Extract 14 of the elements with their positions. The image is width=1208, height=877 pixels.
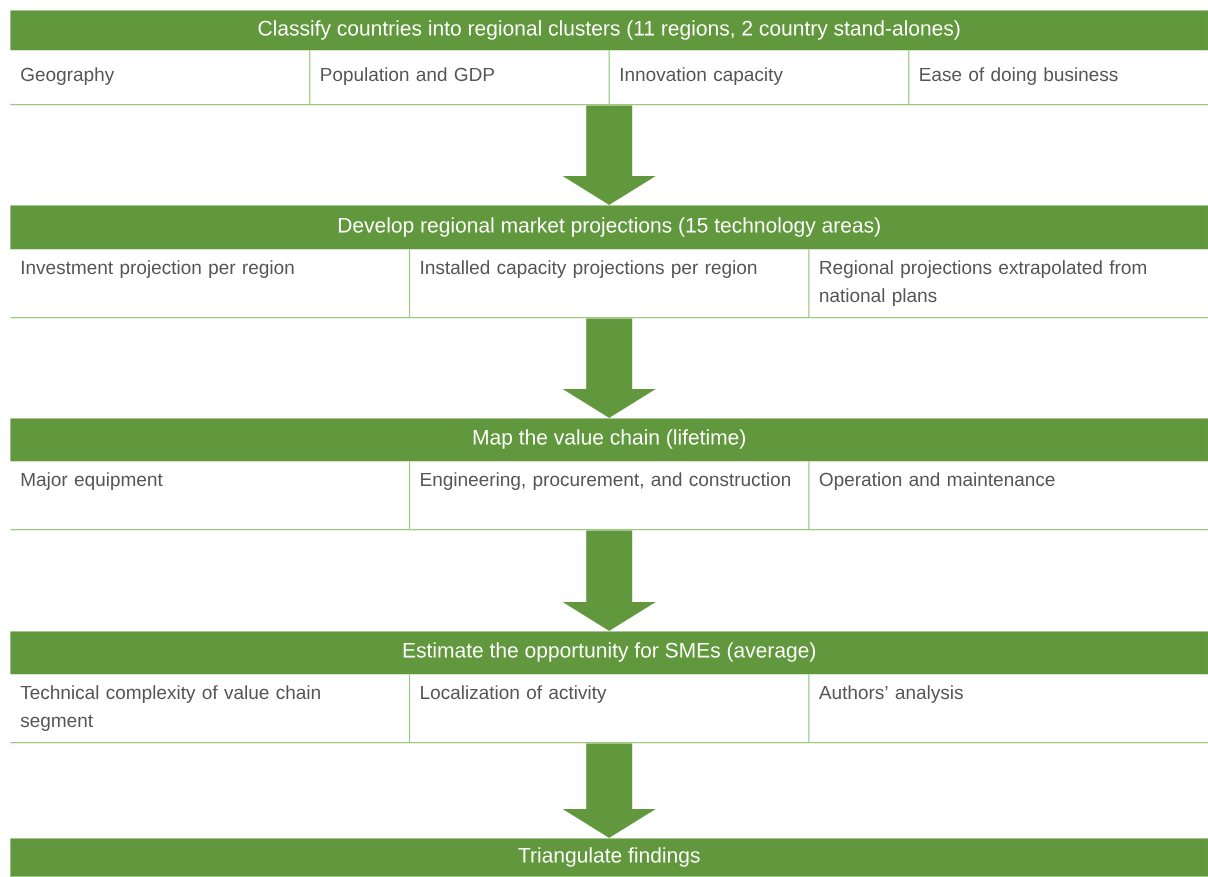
criterion-text: Innovation capacity	[620, 67, 783, 85]
criterion-text: Regional projections extrapolated from national plans	[820, 260, 1146, 306]
criterion-text: Operation and maintenance	[819, 472, 1055, 490]
criterion-text: Investment projection per region	[21, 260, 294, 278]
criterion-text: Technical complexity of value chain segment	[20, 685, 320, 731]
criterion-text: Installed capacity projections per region	[421, 260, 757, 278]
criterion-text: Major equipment	[21, 472, 163, 490]
criterion-text: Authors’ analysis	[818, 685, 963, 703]
criterion-text: Localization of activity	[421, 685, 607, 703]
criterion-text: Geography	[21, 67, 115, 85]
criterion-text: Population and GDP	[321, 67, 494, 85]
criterion-text: Ease of doing business	[920, 67, 1118, 85]
process-step: Triangulate findings	[10, 838, 1208, 877]
criterion-text: Engineering, procurement, and construction	[421, 472, 790, 490]
